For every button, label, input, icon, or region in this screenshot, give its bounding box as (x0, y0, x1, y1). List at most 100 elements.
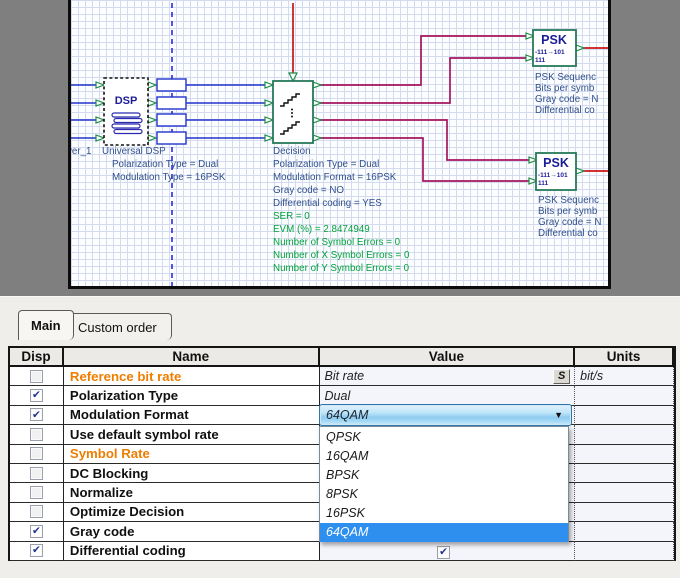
row-sliver (674, 522, 676, 542)
param-name[interactable]: Use default symbol rate (63, 425, 320, 445)
disp-checkbox[interactable] (29, 427, 43, 441)
modulation-format-dropdown[interactable]: 64QAM ▼ (319, 404, 572, 426)
header-units: Units (575, 348, 674, 365)
param-units: bit/s (575, 367, 674, 387)
svg-text:Differential coding = YES: Differential coding = YES (273, 198, 382, 209)
dropdown-option[interactable]: 16PSK (326, 506, 365, 521)
psk-bottom-map-line2: 111 (538, 180, 549, 187)
svg-text:PSK Sequenc: PSK Sequenc (538, 195, 599, 206)
psk-decoder-block-top[interactable]: PSK -111→101 111 (532, 29, 577, 67)
row-sliver (674, 463, 676, 484)
disp-checkbox[interactable] (29, 486, 43, 500)
param-units (575, 386, 674, 406)
param-units (575, 502, 674, 523)
svg-text:Differential co: Differential co (538, 228, 598, 239)
svg-text:Bits per symb: Bits per symb (535, 83, 595, 94)
param-units (575, 522, 674, 542)
row-sliver (674, 502, 676, 523)
disp-checkbox[interactable] (29, 369, 43, 383)
header-sliver (674, 348, 676, 365)
tab-custom-order-label: Custom order (78, 319, 157, 335)
row-sliver (674, 367, 676, 387)
param-name[interactable]: Symbol Rate (63, 444, 320, 464)
svg-text:PSK Sequenc: PSK Sequenc (535, 72, 596, 83)
param-units (575, 463, 674, 484)
psk-output-wires (583, 47, 608, 172)
param-name[interactable]: DC Blocking (63, 463, 320, 484)
svg-text:Bits per symb: Bits per symb (538, 206, 598, 217)
param-units (575, 444, 674, 464)
psk-bottom-map-line1: -111→101 (538, 172, 568, 179)
value-text: Bit rate (324, 369, 365, 384)
svg-text:Polarization Type = Dual: Polarization Type = Dual (273, 159, 379, 170)
component-labels: ver_1 Universal DSP Polarization Type = … (71, 72, 601, 274)
param-value[interactable]: Bit rate S (319, 367, 576, 387)
dropdown-option[interactable]: 64QAM (320, 522, 568, 542)
svg-text:SER = 0: SER = 0 (273, 211, 310, 222)
psk-top-map-line2: 111 (535, 57, 546, 64)
dropdown-option[interactable]: BPSK (326, 467, 360, 482)
decision-dots-icon (291, 108, 293, 118)
decision-block[interactable] (272, 80, 314, 144)
param-name[interactable]: Optimize Decision (63, 502, 320, 523)
signal-wires-crimson (320, 35, 529, 182)
param-units (575, 541, 674, 561)
dsp-output-taps (156, 78, 187, 145)
dropdown-arrow-icon[interactable]: ▼ (554, 410, 563, 420)
param-units (575, 483, 674, 503)
svg-text:Differential co: Differential co (535, 105, 595, 116)
dropdown-list: QPSK 16QAM BPSK 8PSK 16PSK 64QAM (319, 426, 569, 542)
row-sliver (674, 541, 676, 561)
psk-decoder-block-bottom[interactable]: PSK -111→101 111 (535, 152, 577, 191)
disp-checkbox[interactable]: ✔ (29, 408, 43, 422)
param-name[interactable]: Modulation Format (63, 405, 320, 426)
param-name[interactable]: Reference bit rate (63, 367, 320, 387)
param-name[interactable]: Gray code (63, 522, 320, 542)
svg-text:Number of Y Symbol Errors = 0: Number of Y Symbol Errors = 0 (273, 263, 410, 274)
universal-dsp-block[interactable]: DSP (103, 77, 187, 146)
table-row: ✔ Polarization Type Dual (10, 386, 676, 406)
param-value[interactable]: Dual (319, 386, 576, 406)
svg-text:Gray code = NO: Gray code = NO (273, 185, 344, 196)
disp-checkbox[interactable]: ✔ (29, 524, 43, 538)
s-button[interactable]: S (553, 368, 571, 384)
disp-checkbox[interactable] (29, 466, 43, 480)
tab-main-label: Main (31, 318, 61, 333)
signal-wires-blue (71, 84, 265, 139)
tab-main[interactable]: Main (18, 310, 74, 340)
svg-text:Modulation Format = 16PSK: Modulation Format = 16PSK (273, 172, 397, 183)
param-units (575, 425, 674, 445)
port-arrow-icons (95, 32, 586, 185)
left-component-label: ver_1 (71, 146, 92, 157)
differential-coding-value-checkbox[interactable]: ✔ (437, 546, 450, 559)
row-sliver (674, 386, 676, 406)
dropdown-option[interactable]: QPSK (326, 429, 361, 444)
dsp-block-title: DSP (115, 95, 138, 107)
table-row: Reference bit rate Bit rate S bit/s (10, 367, 676, 387)
disp-checkbox[interactable]: ✔ (29, 544, 43, 558)
psk-top-map-line1: -111→101 (535, 49, 565, 56)
layout-backdrop: DSP (0, 0, 680, 296)
svg-text:Gray code = N: Gray code = N (535, 94, 598, 105)
dropdown-option[interactable]: 8PSK (326, 487, 358, 502)
table-header: Disp Name Value Units (8, 346, 676, 367)
row-sliver (674, 444, 676, 464)
param-name[interactable]: Polarization Type (63, 386, 320, 406)
dropdown-option[interactable]: 16QAM (326, 448, 369, 463)
schematic-canvas[interactable]: DSP (68, 0, 611, 289)
disp-checkbox[interactable] (29, 447, 43, 461)
param-units (575, 405, 674, 426)
row-sliver (674, 425, 676, 445)
param-name[interactable]: Differential coding (63, 541, 320, 561)
svg-text:Universal DSP: Universal DSP (102, 146, 166, 157)
svg-text:Polarization Type = Dual: Polarization Type = Dual (112, 159, 218, 170)
disp-checkbox[interactable]: ✔ (29, 389, 43, 403)
header-name: Name (64, 348, 320, 365)
svg-text:Number of Symbol Errors = 0: Number of Symbol Errors = 0 (273, 237, 401, 248)
param-name[interactable]: Normalize (63, 483, 320, 503)
disp-checkbox[interactable] (29, 505, 43, 519)
header-value: Value (320, 348, 576, 365)
decision-staircase-icon (280, 93, 300, 135)
table-row: ✔ Differential coding (10, 541, 676, 561)
tab-custom-order[interactable]: Custom order (63, 313, 172, 340)
